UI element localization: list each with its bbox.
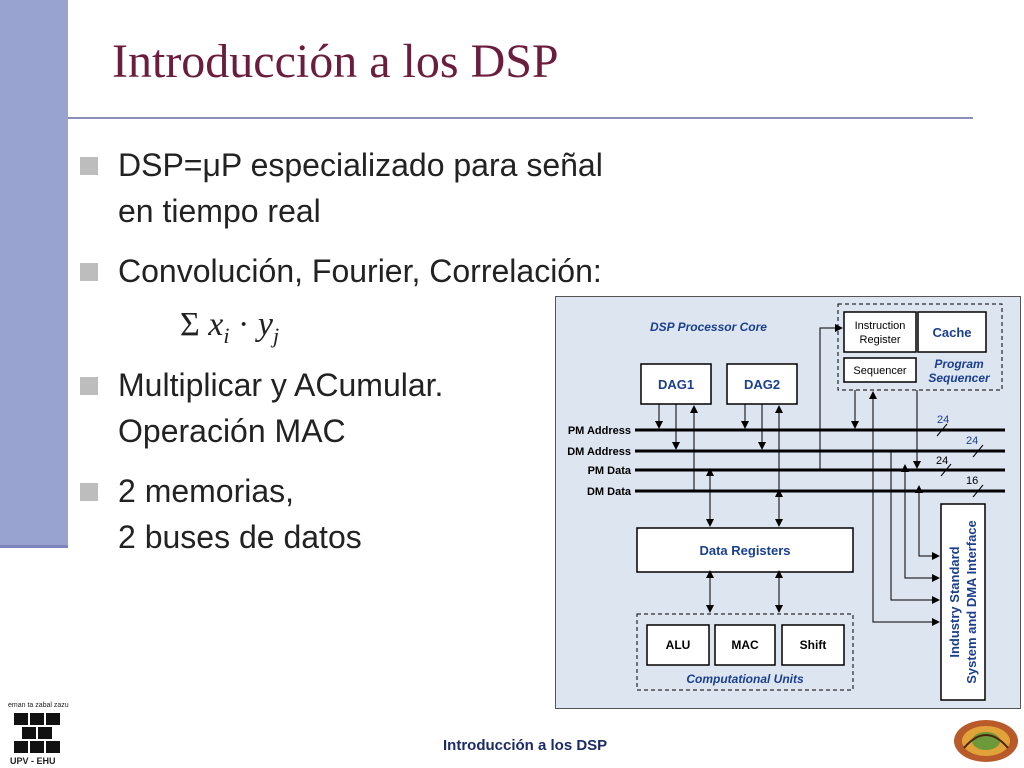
bullet-square-icon: [80, 483, 98, 501]
instruction-register-box: [843, 311, 917, 353]
formula-x: x: [208, 306, 224, 343]
shift-label: Shift: [800, 638, 827, 652]
dma-interface-line-1: Industry Standard: [947, 546, 962, 657]
dma-interface-box: [940, 503, 986, 701]
bullet-square-icon: [80, 157, 98, 175]
instruction-register-line-2: Register: [860, 334, 901, 346]
core-label: DSP Processor Core: [650, 320, 767, 334]
dma-interface-line-2: System and DMA Interface: [964, 520, 979, 684]
formula-y: y: [257, 306, 273, 343]
bus-width-dm-data: 16: [966, 475, 978, 487]
title-rule: [68, 117, 973, 119]
sum-formula: Σ xi · yj: [180, 306, 279, 349]
bullet-3: Multiplicar y ACumular. Operación MAC: [80, 362, 443, 454]
bullet-square-icon: [80, 377, 98, 395]
upv-logo-caption: UPV - EHU: [10, 756, 56, 766]
bus-label-dm-address: DM Address: [567, 446, 631, 458]
alu-label: ALU: [666, 638, 691, 652]
upv-tree-icon: [14, 713, 60, 753]
data-registers-label: Data Registers: [699, 543, 790, 558]
alu-box: [646, 624, 710, 666]
slide-title: Introducción a los DSP: [112, 35, 559, 88]
bullet-3-line-2: Operación MAC: [118, 413, 346, 449]
pm-data-to-instruction-register: [819, 324, 843, 470]
bullet-3-line-1: Multiplicar y ACumular.: [118, 367, 444, 403]
bus-width-tick: [940, 463, 952, 477]
mac-label: MAC: [731, 638, 759, 652]
formula-sub-i: i: [223, 322, 230, 348]
sequencer-label: Sequencer: [853, 365, 907, 377]
sigma-symbol: Σ: [180, 306, 200, 343]
bullet-1-line-2: en tiempo real: [118, 193, 321, 229]
data-registers-box: [636, 527, 854, 573]
bullet-1-line-1: DSP=μP especializado para señal: [118, 147, 603, 183]
pm-data-dma-link: [901, 464, 940, 582]
program-sequencer-group: [837, 303, 1003, 391]
bus-width-tick: [972, 444, 984, 458]
formula-dot: ·: [238, 306, 250, 343]
bus-width-tick: [972, 484, 984, 498]
bullet-1: DSP=μP especializado para señal en tiemp…: [80, 142, 603, 234]
decorative-logo-icon: [954, 720, 1018, 762]
bus-width-dm-address: 24: [966, 435, 978, 447]
instruction-register-line-1: Instruction: [855, 320, 906, 332]
side-bar: [0, 0, 68, 548]
computational-units-group: [636, 613, 854, 691]
cache-box: [917, 311, 987, 353]
bullet-4-line-1: 2 memorias,: [118, 473, 295, 509]
formula-sub-j: j: [272, 322, 280, 348]
bus-label-pm-address: PM Address: [568, 425, 631, 437]
bullet-4: 2 memorias, 2 buses de datos: [80, 468, 362, 560]
program-sequencer-line-1: Program: [934, 357, 984, 371]
bullet-4-line-2: 2 buses de datos: [118, 519, 362, 555]
side-bar-edge: [0, 545, 68, 548]
mac-box: [714, 624, 776, 666]
sequencer-box: [843, 357, 917, 383]
computational-units-label: Computational Units: [686, 672, 804, 686]
dag2-box: [726, 363, 798, 405]
dm-address-to-dma: [890, 451, 940, 604]
dag1-label: DAG1: [658, 377, 694, 392]
bus-width-tick: [936, 423, 948, 437]
dsp-block-diagram: DSP Processor Core Instruction Register …: [555, 296, 1021, 709]
bus-width-pm-data: 24: [936, 455, 948, 467]
bullet-2: Convolución, Fourier, Correlación:: [80, 248, 602, 294]
dag2-label: DAG2: [744, 377, 780, 392]
cache-label: Cache: [932, 325, 971, 340]
bus-label-dm-data: DM Data: [587, 486, 632, 498]
dm-data-dma-link: [915, 485, 940, 560]
bullet-square-icon: [80, 263, 98, 281]
bus-label-pm-data: PM Data: [588, 465, 632, 477]
bullet-2-line-1: Convolución, Fourier, Correlación:: [118, 253, 602, 289]
pm-address-to-dma: [872, 430, 940, 626]
upv-logo-motto: eman ta zabal zazu: [8, 702, 69, 709]
bus-width-pm-address: 24: [937, 414, 949, 426]
upv-ehu-logo: eman ta zabal zazu UPV - EHU: [6, 702, 70, 766]
shift-box: [781, 624, 845, 666]
program-sequencer-line-2: Sequencer: [928, 371, 991, 385]
footer-title: Introducción a los DSP: [443, 737, 608, 754]
